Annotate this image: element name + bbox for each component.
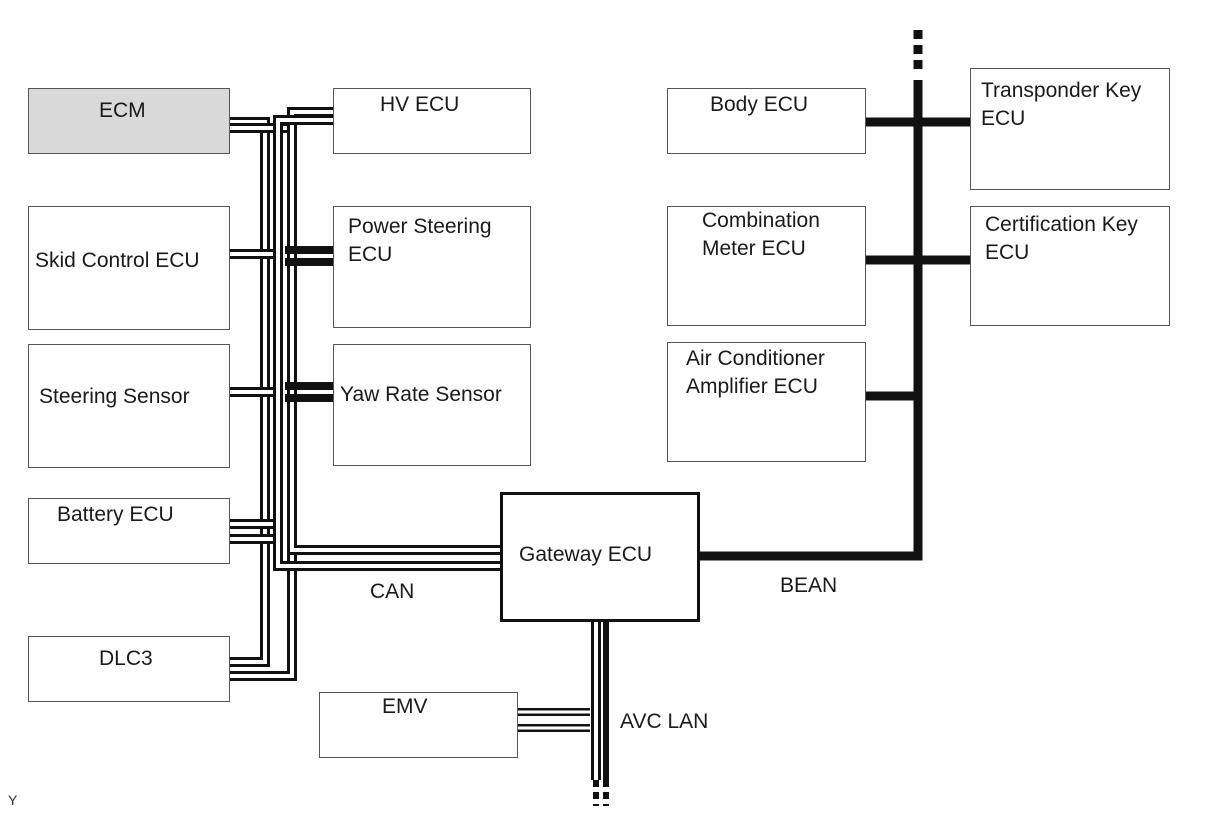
bean-bus-label: BEAN bbox=[780, 574, 838, 597]
can-bus-mid-trunk bbox=[273, 107, 500, 571]
emv-label: EMV bbox=[382, 695, 428, 718]
yaw-rate-label: Yaw Rate Sensor bbox=[340, 383, 502, 406]
ecm-label: ECM bbox=[99, 99, 146, 122]
can-bus-label: CAN bbox=[370, 580, 415, 603]
hv-ecu-label: HV ECU bbox=[380, 93, 460, 116]
avc-lan-bus-label: AVC LAN bbox=[620, 710, 709, 733]
power-steering-label: Power Steering ECU bbox=[348, 215, 492, 266]
bean-bus bbox=[700, 30, 970, 561]
certification-key-label: Certification Key ECU bbox=[985, 213, 1138, 264]
steering-sensor-label: Steering Sensor bbox=[39, 385, 190, 408]
ecm-box: ECM bbox=[28, 88, 230, 154]
power-steering-box: Power Steering ECU bbox=[333, 206, 531, 328]
battery-ecu-box: Battery ECU bbox=[28, 498, 230, 564]
avc-lan-bus bbox=[518, 622, 609, 806]
steering-sensor-box: Steering Sensor bbox=[28, 344, 230, 468]
transponder-key-label: Transponder Key ECU bbox=[981, 79, 1142, 130]
battery-ecu-label: Battery ECU bbox=[57, 503, 174, 526]
yaw-rate-box: Yaw Rate Sensor bbox=[333, 344, 531, 466]
combination-meter-box: Combination Meter ECU bbox=[667, 206, 866, 326]
certification-key-box: Certification Key ECU bbox=[970, 206, 1170, 326]
air-conditioner-label: Air Conditioner Amplifier ECU bbox=[686, 347, 825, 398]
dlc3-label: DLC3 bbox=[99, 647, 153, 670]
skid-control-label: Skid Control ECU bbox=[35, 249, 200, 272]
body-ecu-box: Body ECU bbox=[667, 88, 866, 154]
combination-meter-label: Combination Meter ECU bbox=[702, 209, 820, 260]
emv-box: EMV bbox=[319, 692, 518, 758]
skid-control-box: Skid Control ECU bbox=[28, 206, 230, 330]
corner-mark: Y bbox=[8, 792, 18, 808]
gateway-ecu-label: Gateway ECU bbox=[519, 543, 653, 566]
air-conditioner-box: Air Conditioner Amplifier ECU bbox=[667, 342, 866, 462]
gateway-ecu-box: Gateway ECU bbox=[500, 492, 700, 622]
transponder-key-box: Transponder Key ECU bbox=[970, 68, 1170, 190]
body-ecu-label: Body ECU bbox=[710, 93, 809, 116]
hv-ecu-box: HV ECU bbox=[333, 88, 531, 154]
dlc3-box: DLC3 bbox=[28, 636, 230, 702]
